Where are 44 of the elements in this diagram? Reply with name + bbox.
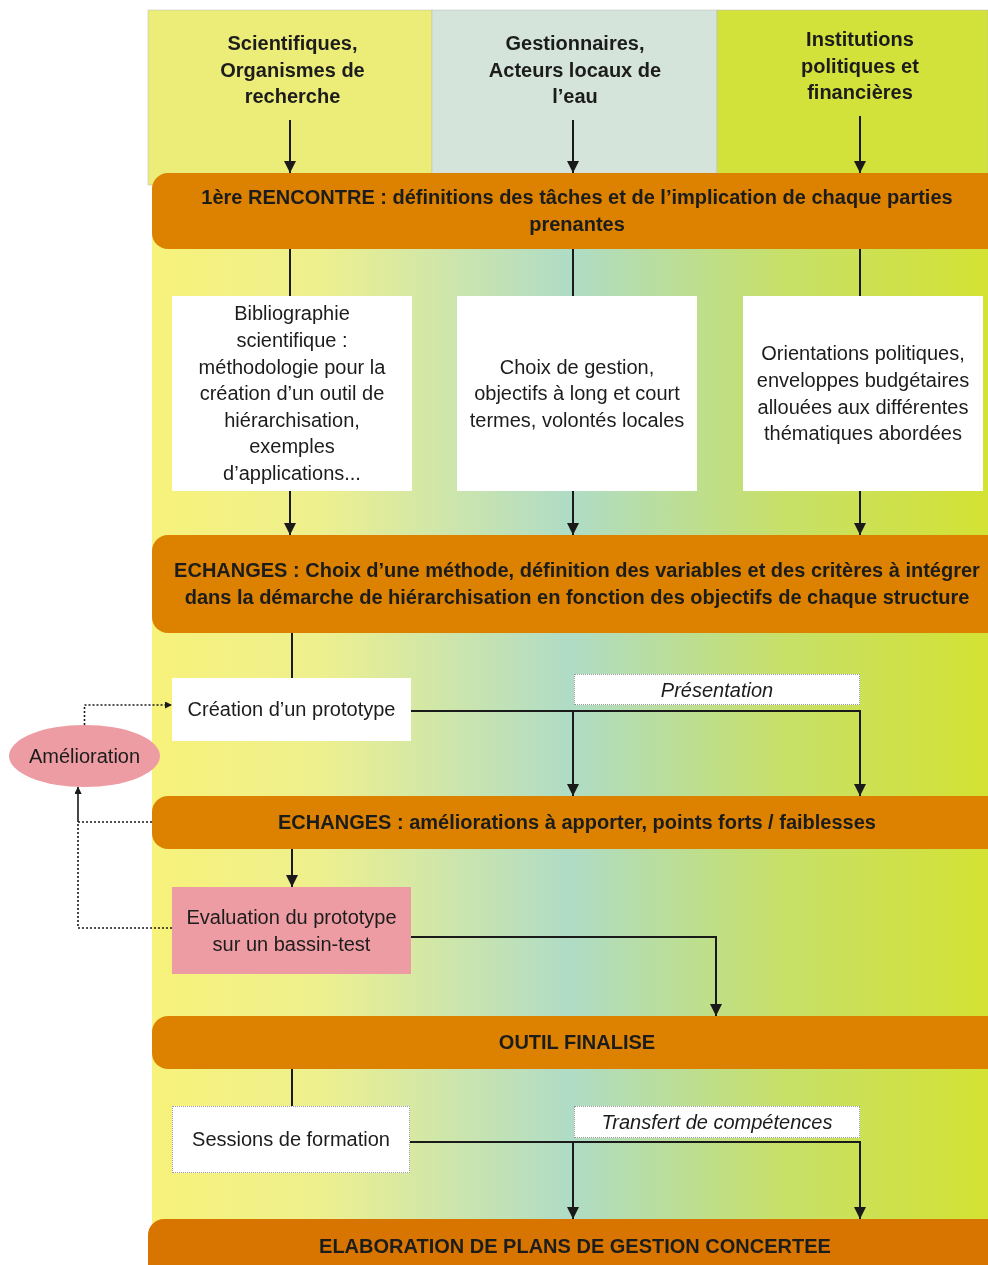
node-text: Choix de gestion, objectifs à long et court termes, volontés locales [469,354,685,433]
stage-bar [152,535,988,633]
node-text: ELABORATION DE PLANS DE GESTION CONCERTEE [319,1234,831,1259]
heading-text: Scientifiques, Organismes de recherche [219,31,366,110]
node-text: ECHANGES : Choix d’une méthode, définition des variables et des critères à intégrer dans la démarche de hiérarchisation en fonction des objectifs de chaque structure [173,558,981,610]
stage-bar [152,173,988,249]
arrow [854,115,866,174]
arrow [567,119,579,174]
node-text: Evaluation du prototype sur un bassin-test [185,904,398,957]
connector-line [289,248,291,297]
dotted-arrow [74,786,173,929]
flow-label: Présentation [574,674,860,705]
stage-bar [152,1016,988,1069]
node-text: ECHANGES : améliorations à apporter, points forts / faiblesses [278,810,876,836]
node-text: Amélioration [28,743,141,769]
arrow [284,490,296,536]
evaluation-box [172,887,411,974]
arrow [410,936,722,1017]
node-text: Orientations politiques, enveloppes budgétaires allouées aux différentes thématiques abordées [755,341,971,447]
connector-line [859,248,861,297]
dotted-arrow [83,701,173,726]
content-box [172,678,411,741]
node-text: OUTIL FINALISE [498,1030,656,1056]
connector-line [572,248,574,297]
node-text: 1ère RENCONTRE : définitions des tâches et de l’implication de chaque parties prenantes [200,185,954,237]
connector-line [291,632,293,679]
stage-bar [148,1219,988,1265]
flow-label: Transfert de compétences [574,1106,860,1138]
node-text: Sessions de formation [192,1127,390,1153]
arrow [854,490,866,536]
dotted-arrow [74,786,153,823]
node-text: Création d’un prototype [187,697,396,723]
content-box [172,1106,410,1173]
heading-text: Institutions politiques et financières [800,27,920,106]
content-box [457,296,697,491]
content-box [172,296,412,491]
content-box [743,296,983,491]
arrow [284,119,296,174]
node-text: Bibliographie scientifique : méthodologie pour la création d’un outil de hiérarchisation, exemples d’applications... [197,301,387,486]
heading-text: Gestionnaires, Acteurs locaux de l’eau [487,31,663,110]
connector-line [291,1068,293,1107]
arrow [286,848,298,888]
stage-bar [152,796,988,849]
arrow [567,490,579,536]
